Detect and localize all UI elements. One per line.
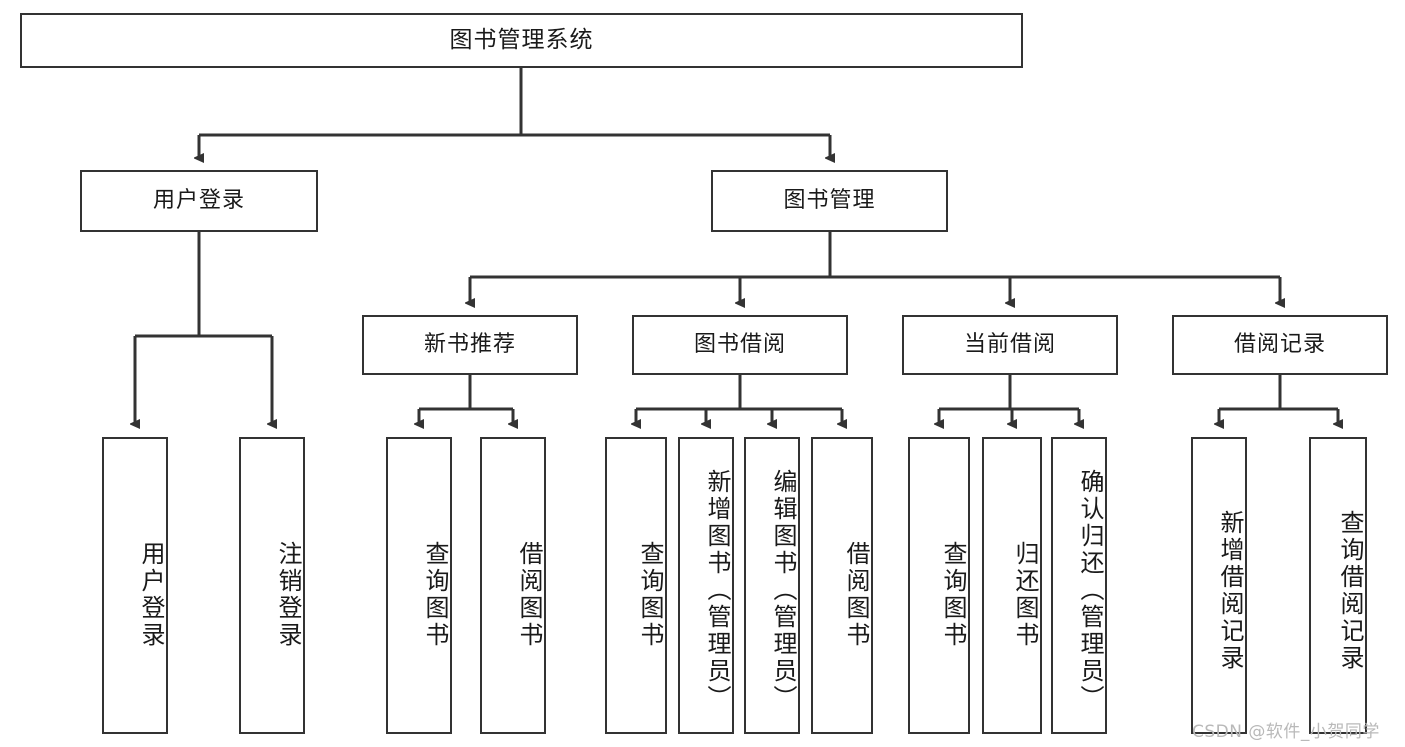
node-root-label: 图书管理系统 [449, 26, 594, 53]
node-leaf-confirm-return[interactable]: 确认归还（管理员） [1051, 437, 1107, 734]
edge-group-current-borrow [939, 375, 1079, 424]
edge-group-book-borrow [636, 375, 842, 424]
node-leaf-add-record-label: 新增借阅记录 [1216, 509, 1244, 672]
node-leaf-query-book-3-label: 查询图书 [939, 540, 967, 649]
node-book-borrow[interactable]: 图书借阅 [632, 315, 848, 375]
node-leaf-logout-label: 注销登录 [274, 540, 302, 649]
edge-group-borrow-record [1219, 375, 1338, 424]
node-borrow-record[interactable]: 借阅记录 [1172, 315, 1388, 375]
node-leaf-logout[interactable]: 注销登录 [239, 437, 305, 734]
node-leaf-confirm-return-label: 确认归还（管理员） [1076, 469, 1104, 712]
node-leaf-add-book-label: 新增图书（管理员） [703, 469, 731, 712]
node-leaf-query-book-1[interactable]: 查询图书 [386, 437, 452, 734]
edge-group-new-book-rec [419, 375, 513, 424]
node-leaf-query-book-1-label: 查询图书 [421, 540, 449, 649]
node-leaf-query-book-2[interactable]: 查询图书 [605, 437, 667, 734]
node-leaf-return-book-label: 归还图书 [1011, 540, 1039, 649]
node-leaf-borrow-book-1-label: 借阅图书 [515, 540, 543, 649]
node-leaf-user-login-label: 用户登录 [137, 540, 165, 649]
node-leaf-return-book[interactable]: 归还图书 [982, 437, 1042, 734]
edge-group-book-manage [470, 232, 1280, 303]
node-leaf-edit-book[interactable]: 编辑图书（管理员） [744, 437, 800, 734]
node-leaf-query-book-2-label: 查询图书 [636, 540, 664, 649]
node-leaf-query-record-label: 查询借阅记录 [1336, 509, 1364, 672]
node-leaf-add-record[interactable]: 新增借阅记录 [1191, 437, 1247, 734]
node-leaf-borrow-book-2-label: 借阅图书 [842, 540, 870, 649]
edge-group-root [199, 68, 830, 158]
node-user-login[interactable]: 用户登录 [80, 170, 318, 232]
edge-group-user-login [135, 232, 272, 424]
node-root[interactable]: 图书管理系统 [20, 13, 1023, 68]
node-leaf-edit-book-label: 编辑图书（管理员） [769, 469, 797, 712]
node-leaf-query-record[interactable]: 查询借阅记录 [1309, 437, 1367, 734]
node-current-borrow[interactable]: 当前借阅 [902, 315, 1118, 375]
node-book-manage[interactable]: 图书管理 [711, 170, 948, 232]
node-new-book-rec-label: 新书推荐 [423, 331, 516, 357]
node-book-borrow-label: 图书借阅 [693, 331, 786, 357]
node-user-login-label: 用户登录 [152, 187, 245, 213]
node-leaf-user-login[interactable]: 用户登录 [102, 437, 168, 734]
node-leaf-query-book-3[interactable]: 查询图书 [908, 437, 970, 734]
node-leaf-borrow-book-1[interactable]: 借阅图书 [480, 437, 546, 734]
node-leaf-borrow-book-2[interactable]: 借阅图书 [811, 437, 873, 734]
node-leaf-add-book[interactable]: 新增图书（管理员） [678, 437, 734, 734]
node-new-book-rec[interactable]: 新书推荐 [362, 315, 578, 375]
node-borrow-record-label: 借阅记录 [1233, 331, 1326, 357]
node-current-borrow-label: 当前借阅 [963, 331, 1056, 357]
node-book-manage-label: 图书管理 [783, 187, 876, 213]
